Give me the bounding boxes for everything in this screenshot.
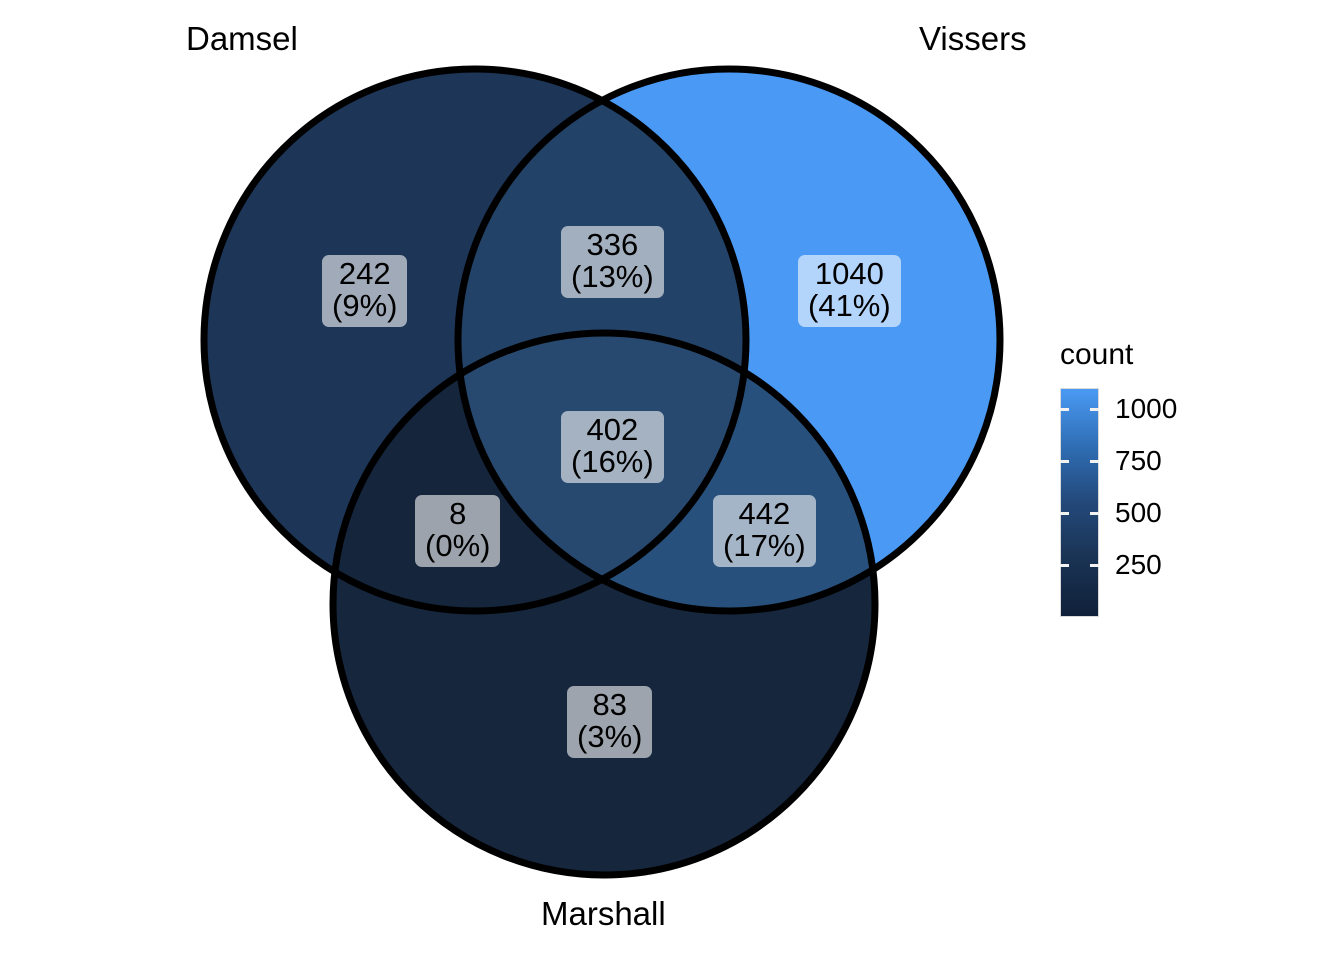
region-label-damsel-only: 242 (9%) <box>322 255 408 327</box>
region-label-damsel-marshall: 8 (0%) <box>415 495 501 567</box>
region-count-vissers-marshall: 442 <box>738 496 791 531</box>
region-percent-vissers-marshall: (17%) <box>723 527 806 563</box>
legend-tick-label-250: 250 <box>1115 549 1162 580</box>
legend-tick-mark-500-right <box>1090 512 1099 515</box>
region-count-marshall-only: 83 <box>592 687 627 722</box>
region-count-damsel-only: 242 <box>338 256 391 291</box>
set-title-marshall: Marshall <box>541 895 666 932</box>
region-percent-damsel-vissers: (13%) <box>571 258 654 294</box>
legend-tick-mark-1000-left <box>1060 408 1069 411</box>
region-percent-damsel-only: (9%) <box>332 287 398 323</box>
legend-tick-mark-250-left <box>1060 564 1069 567</box>
legend-tick-label-500: 500 <box>1115 497 1162 528</box>
region-label-vissers-marshall: 442 (17%) <box>713 495 816 567</box>
region-percent-vissers-only: (41%) <box>808 287 891 323</box>
region-label-vissers-only: 1040 (41%) <box>798 255 901 327</box>
legend-colorbar-gradient <box>1060 388 1099 617</box>
venn-circle-outlines <box>200 65 1004 879</box>
circle-outline-marshall[interactable] <box>329 329 879 879</box>
legend-tick-mark-1000-right <box>1090 408 1099 411</box>
region-count-vissers-only: 1040 <box>814 256 884 291</box>
region-percent-marshall-only: (3%) <box>577 718 643 754</box>
legend-tick-mark-750-left <box>1060 460 1069 463</box>
venn-region-fills <box>204 69 1000 875</box>
region-count-damsel-marshall: 8 <box>449 496 467 531</box>
region-percent-damsel-marshall: (0%) <box>425 527 491 563</box>
region-label-triple-intersection: 402 (16%) <box>561 411 664 483</box>
set-title-vissers: Vissers <box>919 20 1027 57</box>
legend-tick-label-1000: 1000 <box>1115 393 1178 424</box>
legend-tick-label-750: 750 <box>1115 445 1162 476</box>
legend-tick-mark-500-left <box>1060 512 1069 515</box>
region-label-damsel-vissers: 336 (13%) <box>561 226 664 298</box>
region-label-marshall-only: 83 (3%) <box>567 686 653 758</box>
circle-outline-vissers[interactable] <box>454 65 1004 615</box>
legend-tick-mark-750-right <box>1090 460 1099 463</box>
circle-outline-damsel[interactable] <box>200 65 750 615</box>
region-count-triple: 402 <box>586 412 639 447</box>
region-count-damsel-vissers: 336 <box>586 227 639 262</box>
region-percent-triple: (16%) <box>571 443 654 479</box>
legend-colorbar-wrap: 1000 750 500 250 <box>1060 388 1177 617</box>
legend-tick-mark-250-right <box>1090 564 1099 567</box>
legend-count-colorbar: count 1000 750 500 250 <box>1053 340 1238 630</box>
legend-title: count <box>1060 338 1134 371</box>
set-title-damsel: Damsel <box>186 20 298 57</box>
